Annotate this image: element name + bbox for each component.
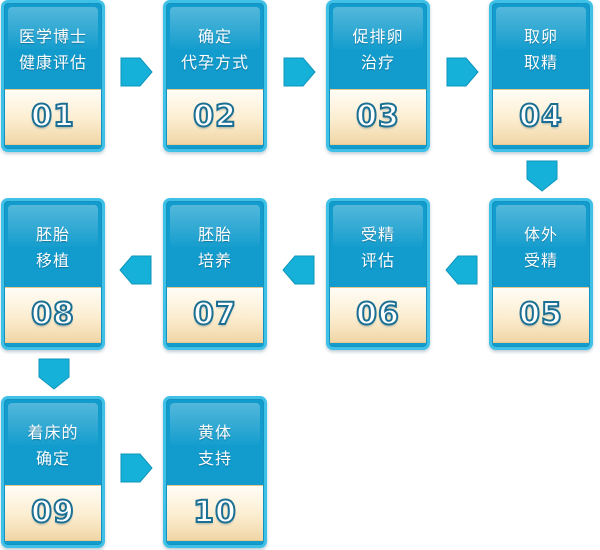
step-title: 确定 代孕方式	[166, 24, 264, 76]
arrow-down-icon	[525, 159, 559, 193]
step-number-band: 04	[493, 89, 589, 145]
arrow-left-icon	[281, 254, 317, 286]
step-number: 03	[355, 98, 400, 135]
step-number: 05	[518, 296, 563, 333]
step-number: 07	[192, 296, 237, 333]
step-number: 06	[355, 296, 400, 333]
step-number: 09	[30, 494, 75, 531]
step-number-band: 09	[5, 485, 101, 541]
step-title-line1: 受精	[360, 225, 395, 244]
step-title: 受精 评估	[329, 222, 427, 274]
step-card-06: 受精 评估 06	[326, 198, 430, 350]
step-card-03: 促排卵 治疗 03	[326, 0, 430, 152]
step-number-band: 06	[330, 287, 426, 343]
step-title: 胚胎 移植	[4, 222, 102, 274]
step-number-band: 01	[5, 89, 101, 145]
step-number: 08	[30, 296, 75, 333]
step-title-line1: 医学博士	[18, 27, 87, 46]
step-number-band: 02	[167, 89, 263, 145]
step-title-line1: 黄体	[197, 423, 232, 442]
step-title: 促排卵 治疗	[329, 24, 427, 76]
step-card-01: 医学博士 健康评估 01	[1, 0, 105, 152]
step-number-band: 05	[493, 287, 589, 343]
step-title-line2: 支持	[197, 449, 232, 468]
step-title-line1: 胚胎	[35, 225, 70, 244]
step-number: 01	[30, 98, 75, 135]
arrow-right-icon	[118, 452, 154, 484]
step-title: 取卵 取精	[492, 24, 590, 76]
step-title-line2: 确定	[35, 449, 70, 468]
arrow-right-icon	[281, 56, 317, 88]
step-number: 04	[518, 98, 563, 135]
step-title-line2: 代孕方式	[180, 53, 249, 72]
step-card-05: 体外 受精 05	[489, 198, 593, 350]
step-card-07: 胚胎 培养 07	[163, 198, 267, 350]
step-card-02: 确定 代孕方式 02	[163, 0, 267, 152]
step-card-10: 黄体 支持 10	[163, 396, 267, 548]
arrow-right-icon	[444, 56, 480, 88]
step-title-line2: 评估	[360, 251, 395, 270]
step-title-line2: 培养	[197, 251, 232, 270]
step-title-line2: 取精	[523, 53, 558, 72]
arrow-left-icon	[118, 254, 154, 286]
step-number-band: 08	[5, 287, 101, 343]
step-title: 黄体 支持	[166, 420, 264, 472]
step-number-band: 03	[330, 89, 426, 145]
step-title-line2: 健康评估	[18, 53, 87, 72]
step-card-08: 胚胎 移植 08	[1, 198, 105, 350]
step-title: 体外 受精	[492, 222, 590, 274]
step-number-band: 07	[167, 287, 263, 343]
step-title-line2: 移植	[35, 251, 70, 270]
step-title: 着床的 确定	[4, 420, 102, 472]
step-title-line2: 受精	[523, 251, 558, 270]
step-card-04: 取卵 取精 04	[489, 0, 593, 152]
step-title-line1: 着床的	[27, 423, 79, 442]
arrow-right-icon	[118, 56, 154, 88]
step-title-line1: 确定	[197, 27, 232, 46]
step-title-line1: 促排卵	[352, 27, 404, 46]
step-title: 医学博士 健康评估	[4, 24, 102, 76]
arrow-left-icon	[444, 254, 480, 286]
step-title-line1: 取卵	[523, 27, 558, 46]
step-title: 胚胎 培养	[166, 222, 264, 274]
step-title-line1: 胚胎	[197, 225, 232, 244]
step-card-09: 着床的 确定 09	[1, 396, 105, 548]
step-title-line1: 体外	[523, 225, 558, 244]
step-number: 10	[192, 494, 237, 531]
arrow-down-icon	[37, 357, 71, 391]
step-number-band: 10	[167, 485, 263, 541]
step-title-line2: 治疗	[360, 53, 395, 72]
step-number: 02	[192, 98, 237, 135]
